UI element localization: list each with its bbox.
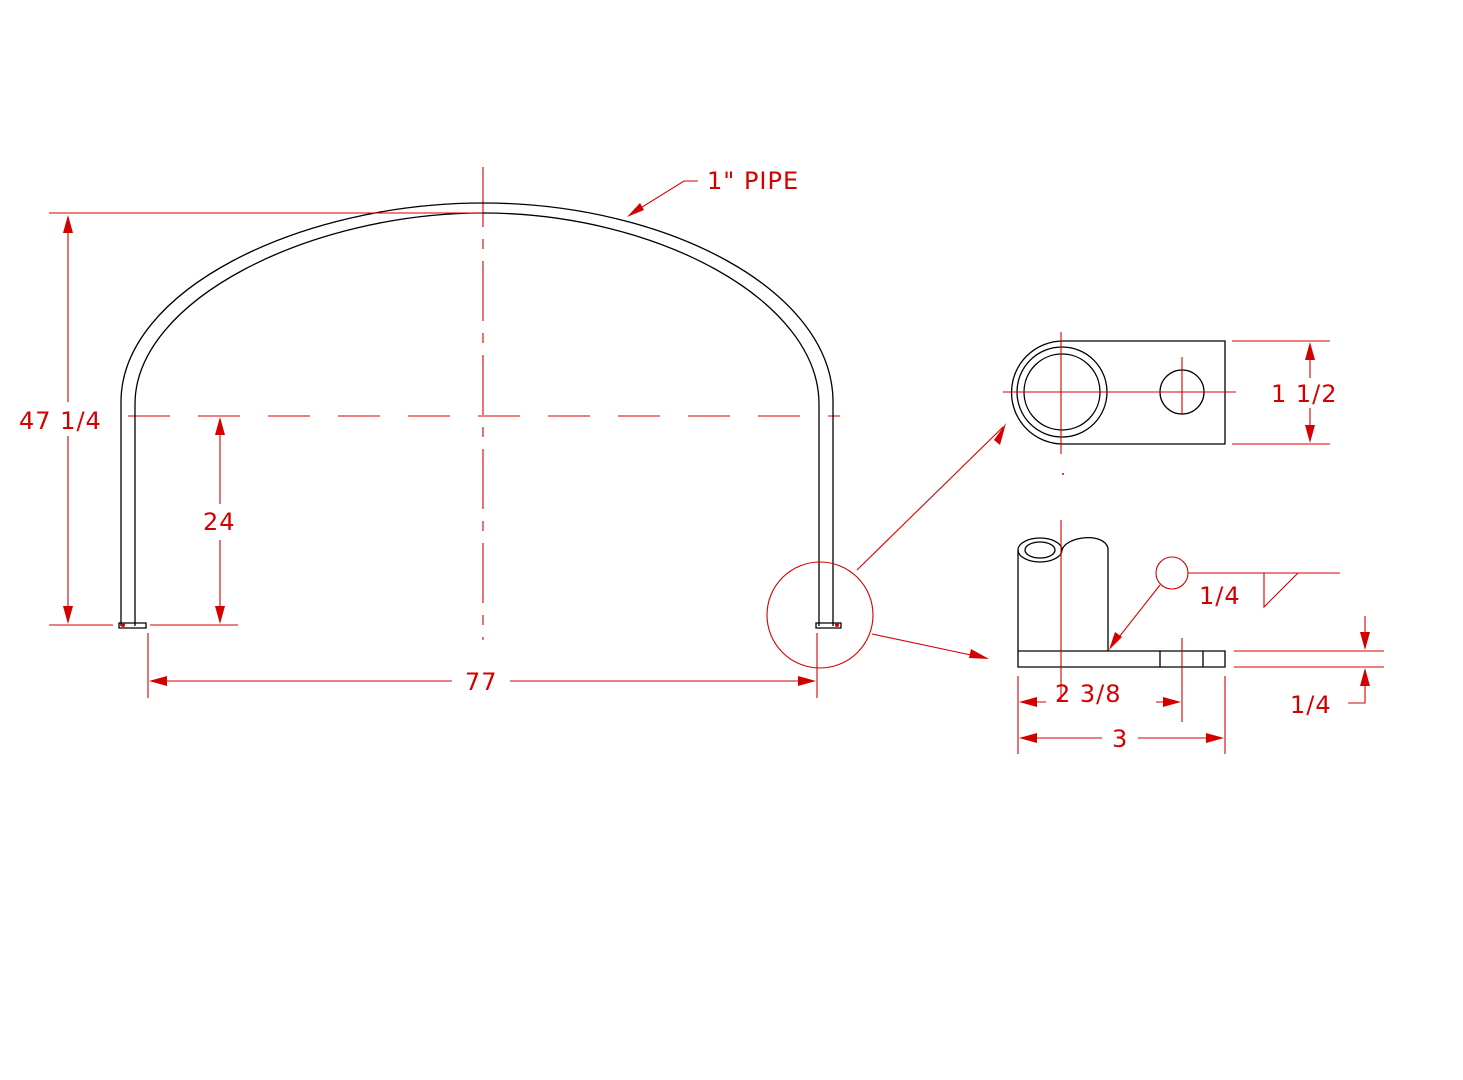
base-plate-side xyxy=(1017,650,1226,668)
left-foot-mark xyxy=(121,623,125,627)
pipe-inner-edge xyxy=(134,212,820,626)
hole-offset-arrow-left xyxy=(1019,697,1037,707)
pipe-outer-edge xyxy=(120,202,834,626)
overall-width-label: 77 xyxy=(465,668,498,696)
plate-thickness-dimension: 1/4 xyxy=(1234,616,1384,719)
height-arrow-bottom xyxy=(63,606,73,624)
hole-offset-arrow-right xyxy=(1163,697,1181,707)
width-arrow-left xyxy=(149,676,167,686)
pipe-stub-opening-inner xyxy=(1024,541,1056,559)
pipe-leader-line xyxy=(630,180,698,215)
pipe-callout-label: 1" PIPE xyxy=(707,167,799,195)
thickness-dim-line-bottom xyxy=(1348,670,1366,704)
weld-callout: 1/4 xyxy=(1109,556,1340,650)
fillet-weld-symbol xyxy=(1263,572,1299,609)
plate-length-arrow-left xyxy=(1019,733,1037,743)
hole-offset-dimension: 2 3/8 xyxy=(1017,676,1226,754)
plate-width-label: 1 1/2 xyxy=(1271,380,1338,408)
leg-arrow-bottom xyxy=(215,606,225,624)
plate-width-dimension: 1 1/2 xyxy=(1232,340,1352,445)
weld-all-around-circle xyxy=(1155,556,1189,590)
overall-height-label: 47 1/4 xyxy=(19,407,102,435)
detail-leader-top-arrow xyxy=(994,423,1006,445)
plate-side-view xyxy=(1017,520,1226,722)
plate-top-view xyxy=(1003,332,1236,475)
width-arrow-right xyxy=(798,676,816,686)
pipe-stub-top-curve xyxy=(1061,536,1109,551)
pipe-arch-view xyxy=(118,167,842,640)
thickness-arrow-bottom xyxy=(1360,668,1370,686)
centerline-dot xyxy=(1062,473,1064,475)
leg-height-label: 24 xyxy=(203,508,236,536)
right-foot-plate xyxy=(815,622,842,629)
plate-length-label: 3 xyxy=(1112,725,1128,753)
detail-callout xyxy=(766,423,1006,669)
right-foot-mark xyxy=(835,623,839,627)
leg-height-dimension: 24 xyxy=(150,417,238,626)
plate-width-arrow-bottom xyxy=(1305,425,1315,443)
detail-leader-top xyxy=(856,426,1004,571)
hole-offset-label: 2 3/8 xyxy=(1055,680,1122,708)
plate-thickness-label: 1/4 xyxy=(1290,691,1332,719)
overall-width-dimension: 77 xyxy=(147,633,818,698)
pipe-leader-arrow xyxy=(627,203,644,217)
plate-length-dimension: 3 xyxy=(1019,725,1224,753)
plate-length-arrow-right xyxy=(1206,733,1224,743)
plate-width-arrow-top xyxy=(1305,342,1315,360)
weld-arrow-head xyxy=(1109,632,1122,650)
thickness-arrow-top xyxy=(1360,632,1370,650)
height-arrow-top xyxy=(63,215,73,233)
left-foot-plate xyxy=(118,622,147,629)
detail-leader-bottom-arrow xyxy=(969,649,989,659)
weld-size-label: 1/4 xyxy=(1199,582,1241,610)
detail-circle xyxy=(766,561,874,669)
overall-height-dimension: 47 1/4 xyxy=(19,212,483,626)
pipe-callout: 1" PIPE xyxy=(627,167,799,217)
detail-leader-bottom xyxy=(871,633,986,659)
plate-width-label-bg xyxy=(1266,378,1352,408)
leg-arrow-top xyxy=(215,417,225,435)
